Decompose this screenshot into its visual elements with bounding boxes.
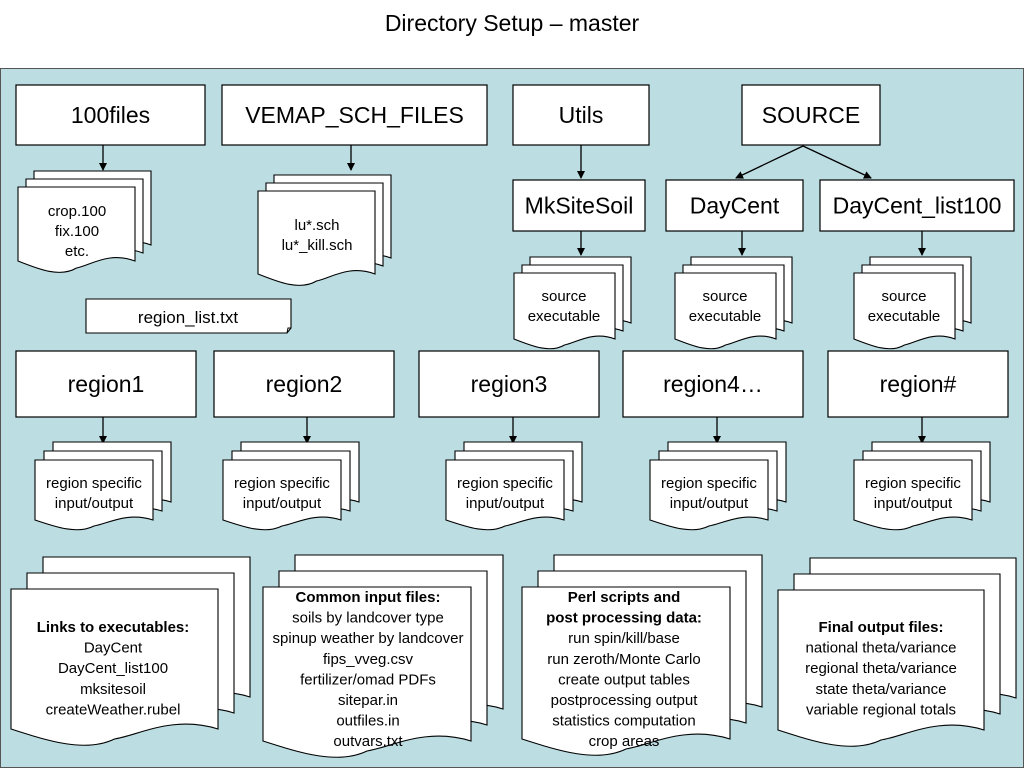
docs-region4-io: region specific input/output: [649, 441, 787, 531]
exec-label-source: source: [702, 288, 747, 305]
docs-region1-io: region specific input/output: [34, 441, 172, 531]
doc-perl-scripts-line: statistics computation: [552, 713, 695, 730]
exec-label-executable: executable: [868, 308, 941, 325]
docs-daycent-exec: source executable: [674, 256, 793, 350]
doc-final-output-files: Final output files: national theta/varian…: [777, 557, 1017, 747]
docs-100files: crop.100 fix.100 etc.: [17, 170, 152, 273]
doc-perl-scripts-line: run spin/kill/base: [568, 630, 680, 647]
docs-daycent-list100-exec: source executable: [853, 256, 972, 350]
region-io-line2: input/output: [243, 495, 322, 512]
exec-label-source: source: [541, 288, 586, 305]
folder-region-n-label: region#: [880, 371, 957, 397]
doc-common-input-files: Common input files: soils by landcover ty…: [262, 554, 504, 758]
region-io-line2: input/output: [466, 495, 545, 512]
doc-final-output-files-line: variable regional totals: [806, 701, 956, 718]
folder-region2: region2: [213, 350, 395, 418]
doc-links-executables: Links to executables: DayCentDayCent_list…: [10, 556, 251, 746]
folder-daycent: DayCent: [665, 179, 804, 232]
folder-region4: region4…: [622, 350, 804, 418]
file-etc: etc.: [65, 243, 89, 260]
docs-region2-io: region specific input/output: [222, 441, 360, 531]
folder-mksitesoil-label: MkSiteSoil: [525, 193, 634, 219]
folder-daycent-list100-label: DayCent_list100: [833, 193, 1002, 219]
arrow-source-daycent-list100: [802, 145, 872, 179]
region-io-line1: region specific: [234, 475, 330, 492]
folder-region3: region3: [418, 350, 600, 418]
folder-region2-label: region2: [266, 371, 343, 397]
diagram-panel: 100files VEMAP_SCH_FILES Utils SOURCE MkSite…: [0, 68, 1024, 768]
folder-100files: 100files: [15, 84, 206, 146]
region-io-line1: region specific: [661, 475, 757, 492]
doc-final-output-files-line: state theta/variance: [816, 681, 947, 698]
folder-layer: 100files VEMAP_SCH_FILES Utils SOURCE MkSite…: [15, 84, 1015, 418]
file-lu-sch: lu*.sch: [294, 217, 339, 234]
file-region-list: region_list.txt: [85, 298, 292, 334]
region-io-line2: input/output: [670, 495, 749, 512]
folder-source-label: SOURCE: [762, 102, 860, 128]
folder-utils-label: Utils: [559, 102, 604, 128]
folder-daycent-list100: DayCent_list100: [819, 179, 1015, 232]
exec-label-source: source: [881, 288, 926, 305]
page-title: Directory Setup – master: [384, 10, 640, 36]
file-lu-kill-sch: lu*_kill.sch: [282, 237, 353, 254]
folder-utils: Utils: [512, 84, 650, 146]
folder-region3-label: region3: [471, 371, 548, 397]
doc-perl-scripts-line: crop areas: [589, 733, 660, 750]
exec-label-executable: executable: [689, 308, 762, 325]
folder-mksitesoil: MkSiteSoil: [512, 179, 646, 232]
docs-region3-io: region specific input/output: [445, 441, 583, 531]
folder-region1: region1: [15, 350, 197, 418]
folder-region1-label: region1: [68, 371, 145, 397]
folder-vemap-sch-files-label: VEMAP_SCH_FILES: [245, 102, 464, 128]
doc-perl-scripts-heading: Perl scripts and: [568, 589, 681, 606]
docs-vemap: lu*.sch lu*_kill.sch: [257, 174, 392, 286]
doc-links-executables-line: mksitesoil: [80, 681, 146, 698]
doc-perl-scripts-line: run zeroth/Monte Carlo: [547, 651, 700, 668]
doc-perl-scripts: Perl scripts and post processing data: run…: [521, 554, 763, 756]
region-list-label: region_list.txt: [138, 308, 238, 327]
file-fix100: fix.100: [55, 223, 99, 240]
folder-source: SOURCE: [741, 84, 881, 146]
folder-region-n: region#: [827, 350, 1009, 418]
docs-region5-io: region specific input/output: [853, 441, 991, 531]
directory-diagram: 100files VEMAP_SCH_FILES Utils SOURCE MkSite…: [10, 84, 1017, 758]
folder-100files-label: 100files: [71, 102, 150, 128]
doc-common-input-files-line: spinup weather by landcover: [273, 630, 464, 647]
doc-final-output-files-heading: Final output files:: [819, 619, 944, 636]
doc-links-executables-line: createWeather.rubel: [46, 701, 181, 718]
exec-label-executable: executable: [528, 308, 601, 325]
doc-links-executables-heading: Links to executables:: [37, 619, 190, 636]
doc-common-input-files-heading: Common input files:: [296, 589, 441, 606]
file-crop100: crop.100: [48, 203, 106, 220]
doc-perl-scripts-heading: post processing data:: [546, 610, 702, 627]
folder-region4-label: region4…: [663, 371, 763, 397]
doc-common-input-files-line: outfiles.in: [336, 713, 399, 730]
doc-perl-scripts-line: create output tables: [558, 671, 690, 688]
document-layer: crop.100 fix.100 etc. lu*.sch lu*_kill.schso…: [10, 170, 1017, 758]
folder-daycent-label: DayCent: [690, 193, 780, 219]
doc-links-executables-line: DayCent: [84, 640, 143, 657]
docs-mksitesoil-exec: source executable: [513, 256, 632, 350]
region-io-line1: region specific: [457, 475, 553, 492]
doc-common-input-files-line: fips_vveg.csv: [323, 651, 414, 668]
doc-common-input-files-line: fertilizer/omad PDFs: [300, 671, 436, 688]
doc-common-input-files-line: outvars.txt: [333, 733, 403, 750]
doc-perl-scripts-line: postprocessing output: [551, 692, 699, 709]
arrow-source-daycent: [735, 145, 804, 179]
region-io-line1: region specific: [46, 475, 142, 492]
doc-links-executables-line: DayCent_list100: [58, 660, 168, 677]
region-io-line2: input/output: [55, 495, 134, 512]
folder-vemap-sch-files: VEMAP_SCH_FILES: [221, 84, 488, 146]
connector-layer: [99, 145, 926, 444]
doc-final-output-files-line: regional theta/variance: [805, 660, 957, 677]
region-io-line2: input/output: [874, 495, 953, 512]
doc-final-output-files-line: national theta/variance: [806, 640, 957, 657]
doc-common-input-files-line: sitepar.in: [338, 692, 398, 709]
region-io-line1: region specific: [865, 475, 961, 492]
doc-common-input-files-line: soils by landcover type: [292, 610, 444, 627]
